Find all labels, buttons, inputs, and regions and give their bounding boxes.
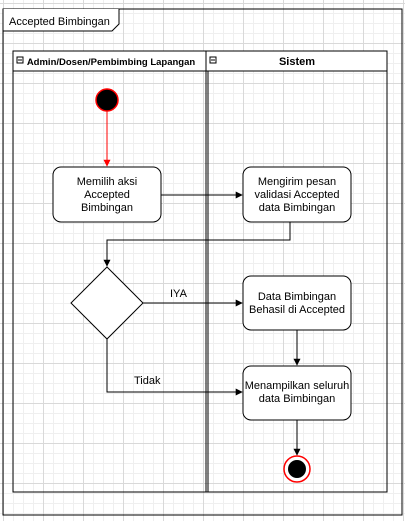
edge-decision-no [106, 339, 243, 396]
edge-a2-decision [103, 222, 291, 267]
lane-title-system: Sistem [279, 56, 315, 68]
frame-title-tab [2, 9, 120, 32]
activity-label-line: data Bimbingan [259, 393, 335, 405]
activity-mengirim-pesan[interactable] [242, 166, 352, 223]
lane-title-actor: Admin/Dosen/Pembimbing Lapangan [27, 57, 196, 68]
start-node[interactable] [95, 88, 119, 112]
activity-label-line: Menampilkan seluruh [245, 380, 350, 392]
activity-label-line: Mengirim pesan [258, 176, 336, 188]
activity-label-line: Bimbingan [81, 202, 133, 214]
swimlane-pool [12, 50, 388, 493]
activity-label-line: Accepted [84, 189, 130, 201]
activity-data-accepted[interactable] [242, 275, 352, 331]
edge-label-yes: IYA [170, 288, 188, 300]
activity-label-line: data Bimbingan [259, 202, 335, 214]
frame-title: Accepted Bimbingan [9, 16, 110, 28]
activity-label-line: validasi Accepted [255, 189, 340, 201]
activity-label-line: Memilih aksi [77, 176, 138, 188]
lane-header-system [205, 50, 388, 72]
activity-label-line: Data Bimbingan [258, 291, 336, 303]
activity-label-line: Behasil di Accepted [249, 304, 345, 316]
edge-label-no: Tidak [134, 375, 161, 387]
diagram-frame [2, 8, 403, 516]
end-node-inner [288, 460, 306, 478]
decision-node[interactable] [70, 266, 144, 340]
